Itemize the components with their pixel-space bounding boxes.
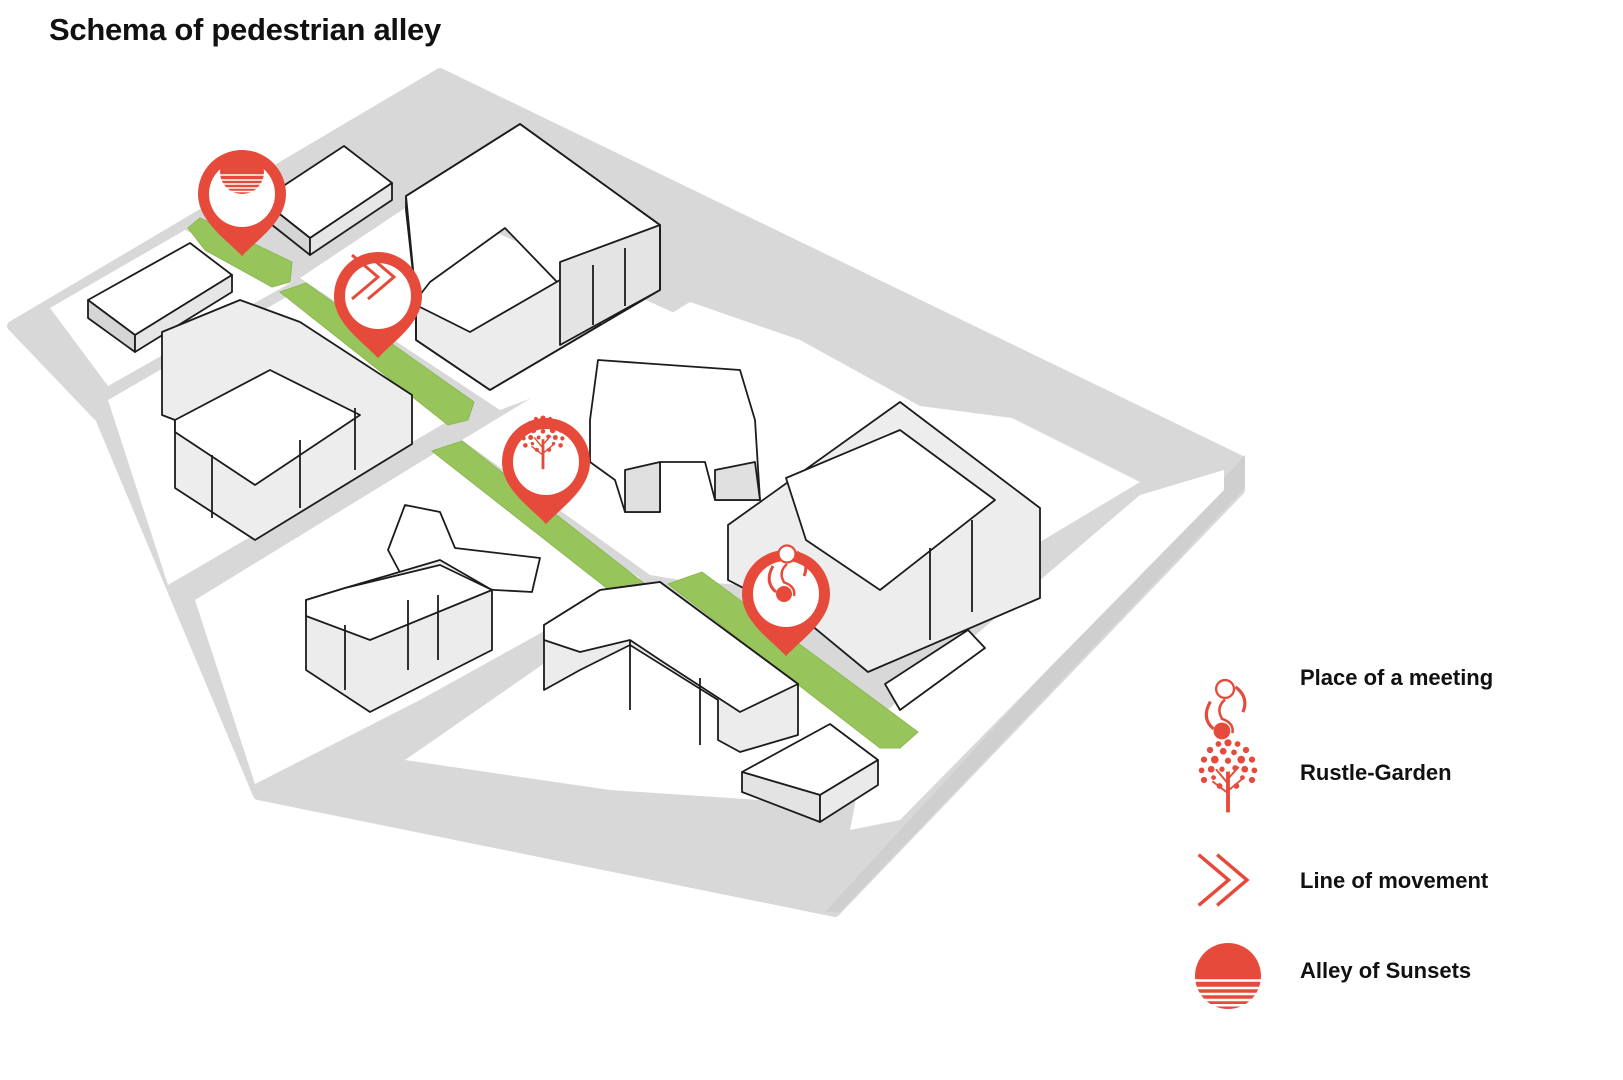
legend-label: Line of movement (1300, 868, 1489, 893)
legend-item-rustle-garden: Rustle-Garden (1194, 728, 1594, 818)
legend-label: Place of a meeting (1300, 665, 1494, 690)
tree-icon (1197, 738, 1259, 814)
legend-item-line-of-movement: Line of movement (1194, 836, 1594, 926)
double-chevron-icon (1196, 852, 1249, 908)
sunset-icon (1194, 941, 1266, 1011)
buildings (87, 123, 1041, 823)
legend-item-place-of-a-meeting: Place of a meeting (1194, 662, 1594, 752)
legend-label: Alley of Sunsets (1300, 958, 1472, 983)
legend-label: Rustle-Garden (1300, 760, 1452, 785)
legend-item-alley-of-sunsets: Alley of Sunsets (1194, 930, 1594, 1020)
page-title: Schema of pedestrian alley (49, 12, 441, 47)
